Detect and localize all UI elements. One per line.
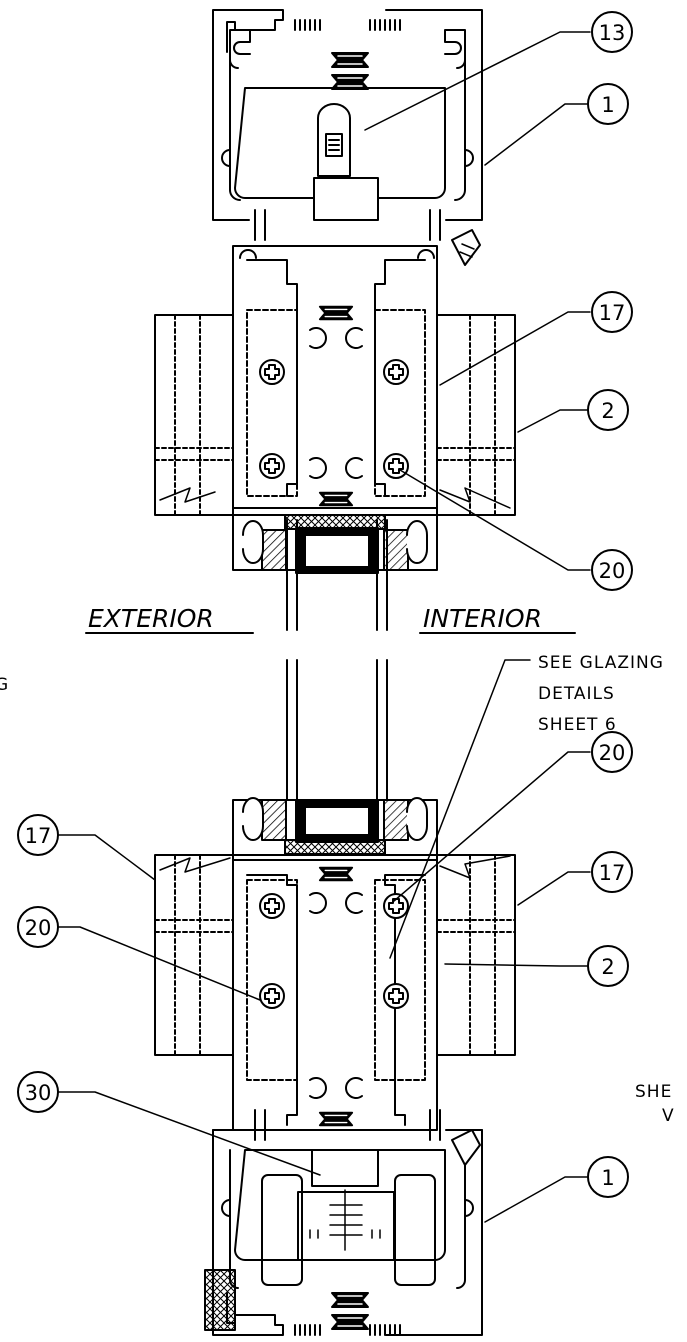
shear-block-lower-left bbox=[154, 854, 234, 1056]
anchor-clip-bottom bbox=[261, 1149, 436, 1286]
shear-block-upper-right bbox=[436, 314, 516, 516]
callout-13-number: 13 bbox=[599, 21, 626, 45]
callout-1-bottom bbox=[587, 1156, 629, 1198]
callout-2-upper bbox=[587, 389, 629, 431]
edge-fragment-right-1: SHE bbox=[635, 1082, 672, 1102]
leader-lines bbox=[57, 31, 591, 1223]
callout-1-bottom-number: 1 bbox=[601, 1166, 614, 1190]
callout-17-upper-number: 17 bbox=[599, 301, 626, 325]
glazing-note-line1: SEE GLAZING bbox=[538, 653, 664, 673]
callout-30-number: 30 bbox=[25, 1081, 52, 1105]
callout-17-left bbox=[17, 814, 59, 856]
edge-fragment-left: G bbox=[0, 675, 9, 695]
interior-label: INTERIOR bbox=[423, 604, 542, 633]
top-frame-profile bbox=[212, 9, 483, 221]
callout-20-right bbox=[591, 731, 633, 773]
shear-block-upper-left bbox=[154, 314, 234, 516]
callout-2-lower-number: 2 bbox=[601, 955, 614, 979]
callout-17-left-number: 17 bbox=[25, 824, 52, 848]
upper-glazing-pocket bbox=[232, 514, 438, 574]
callout-1-top-number: 1 bbox=[601, 93, 614, 117]
callout-2-upper-number: 2 bbox=[601, 399, 614, 423]
glazing-note-line2: DETAILS bbox=[538, 684, 615, 704]
exterior-label: EXTERIOR bbox=[88, 604, 214, 633]
callout-20-left-number: 20 bbox=[25, 916, 52, 940]
callout-20-upper-number: 20 bbox=[599, 559, 626, 583]
glazing-note-line3: SHEET 6 bbox=[538, 715, 617, 735]
callout-17-right-number: 17 bbox=[599, 861, 626, 885]
callout-17-right bbox=[591, 851, 633, 893]
callout-20-right-number: 20 bbox=[599, 741, 626, 765]
callout-30 bbox=[17, 1071, 59, 1113]
glass-lites bbox=[286, 519, 388, 801]
callout-2-lower bbox=[587, 945, 629, 987]
callout-17-upper bbox=[591, 291, 633, 333]
callout-1-top bbox=[587, 83, 629, 125]
lower-glazing-pocket bbox=[232, 797, 438, 856]
shear-block-lower-right bbox=[436, 854, 516, 1056]
callout-20-left bbox=[17, 906, 59, 948]
anchor-clip-top bbox=[313, 103, 379, 221]
edge-fragment-right-2: V bbox=[662, 1106, 675, 1126]
callout-20-upper bbox=[591, 549, 633, 591]
callout-13 bbox=[591, 11, 633, 53]
